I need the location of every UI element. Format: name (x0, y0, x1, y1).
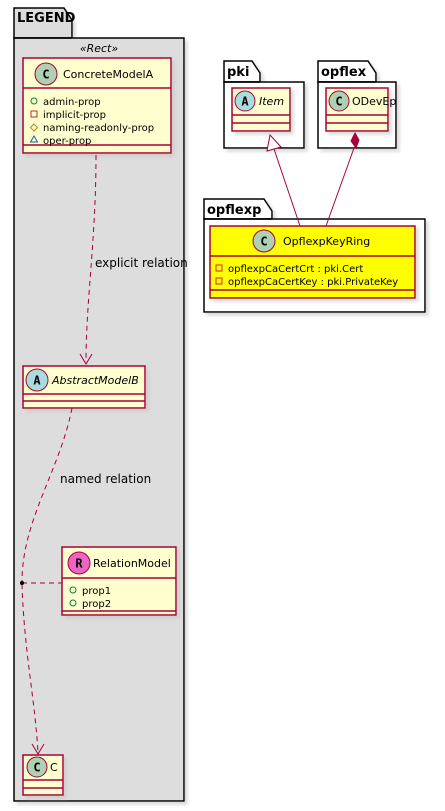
pki-package-title: pki (227, 65, 249, 80)
class-name: Item (259, 95, 284, 108)
opflexp-package-title: opflexp (207, 203, 261, 218)
class-relation-model[interactable]: R RelationModel prop1 prop2 (61, 546, 177, 616)
badge-letter: C (42, 68, 49, 82)
class-odevep[interactable]: C ODevEp (325, 87, 396, 132)
attr-prop1: prop1 (82, 586, 111, 597)
attr-opflexp-ca-cert-crt: opflexpCaCertCrt : pki.Cert (228, 264, 363, 275)
composition-arrow (325, 131, 360, 227)
legend-package[interactable]: LEGEND «Rect» (13, 7, 185, 802)
class-name: ODevEp (352, 95, 396, 108)
attr-implicit-prop: implicit-prop (43, 110, 106, 121)
class-item[interactable]: A Item (231, 87, 291, 132)
badge-letter: C (260, 235, 267, 249)
public-visibility-icon (69, 586, 77, 594)
legend-package-title: LEGEND (17, 11, 76, 26)
class-badge-icon (26, 756, 48, 778)
class-opflexp-key-ring[interactable]: C OpflexpKeyRing opflexpCaCertCrt : pki.… (209, 225, 416, 299)
public-visibility-icon (69, 599, 77, 607)
badge-letter: C (335, 95, 342, 109)
protected-visibility-icon (29, 123, 39, 132)
attr-naming-readonly-prop: naming-readonly-prop (43, 123, 154, 134)
class-badge-icon (252, 229, 276, 253)
attr-oper-prop: oper-prop (43, 136, 91, 147)
opflex-package-title: opflex (321, 65, 367, 80)
private-visibility-icon (215, 264, 223, 272)
class-name: AbstractModelB (51, 374, 139, 387)
class-name: ConcreteModelA (63, 68, 154, 81)
badge-letter: A (241, 95, 249, 109)
badge-letter: C (33, 761, 40, 775)
abstract-badge-icon (234, 90, 256, 112)
class-badge-icon (34, 62, 58, 86)
attr-admin-prop: admin-prop (43, 97, 101, 108)
class-c[interactable]: C C (22, 754, 64, 796)
legend-stereotype: «Rect» (80, 42, 119, 55)
package-visibility-icon (29, 135, 39, 143)
public-visibility-icon (30, 97, 38, 105)
relation-badge-icon (67, 551, 91, 575)
class-badge-icon (328, 90, 350, 112)
class-name: OpflexpKeyRing (283, 235, 370, 248)
association-node-dot (20, 581, 24, 585)
class-name: RelationModel (93, 557, 171, 570)
named-relation-label: named relation (60, 472, 151, 486)
private-visibility-icon (30, 110, 38, 118)
class-concrete-model-a[interactable]: C ConcreteModelA admin-prop implicit-pro… (22, 57, 172, 154)
explicit-relation-label: explicit relation (95, 256, 188, 270)
badge-letter: A (33, 374, 41, 388)
private-visibility-icon (215, 277, 223, 285)
named-relation-arrow: named relation (20, 407, 151, 755)
attr-opflexp-ca-cert-key: opflexpCaCertKey : pki.PrivateKey (228, 277, 398, 288)
attr-prop2: prop2 (82, 599, 111, 610)
class-abstract-model-b[interactable]: A AbstractModelB (22, 365, 146, 409)
inheritance-triangle-icon (266, 133, 282, 152)
class-name: C (50, 761, 58, 774)
badge-letter: R (75, 557, 83, 571)
composition-diamond-icon (350, 131, 360, 150)
explicit-relation-arrow: explicit relation (79, 154, 188, 365)
abstract-badge-icon (25, 368, 49, 392)
inheritance-arrow (266, 133, 301, 227)
